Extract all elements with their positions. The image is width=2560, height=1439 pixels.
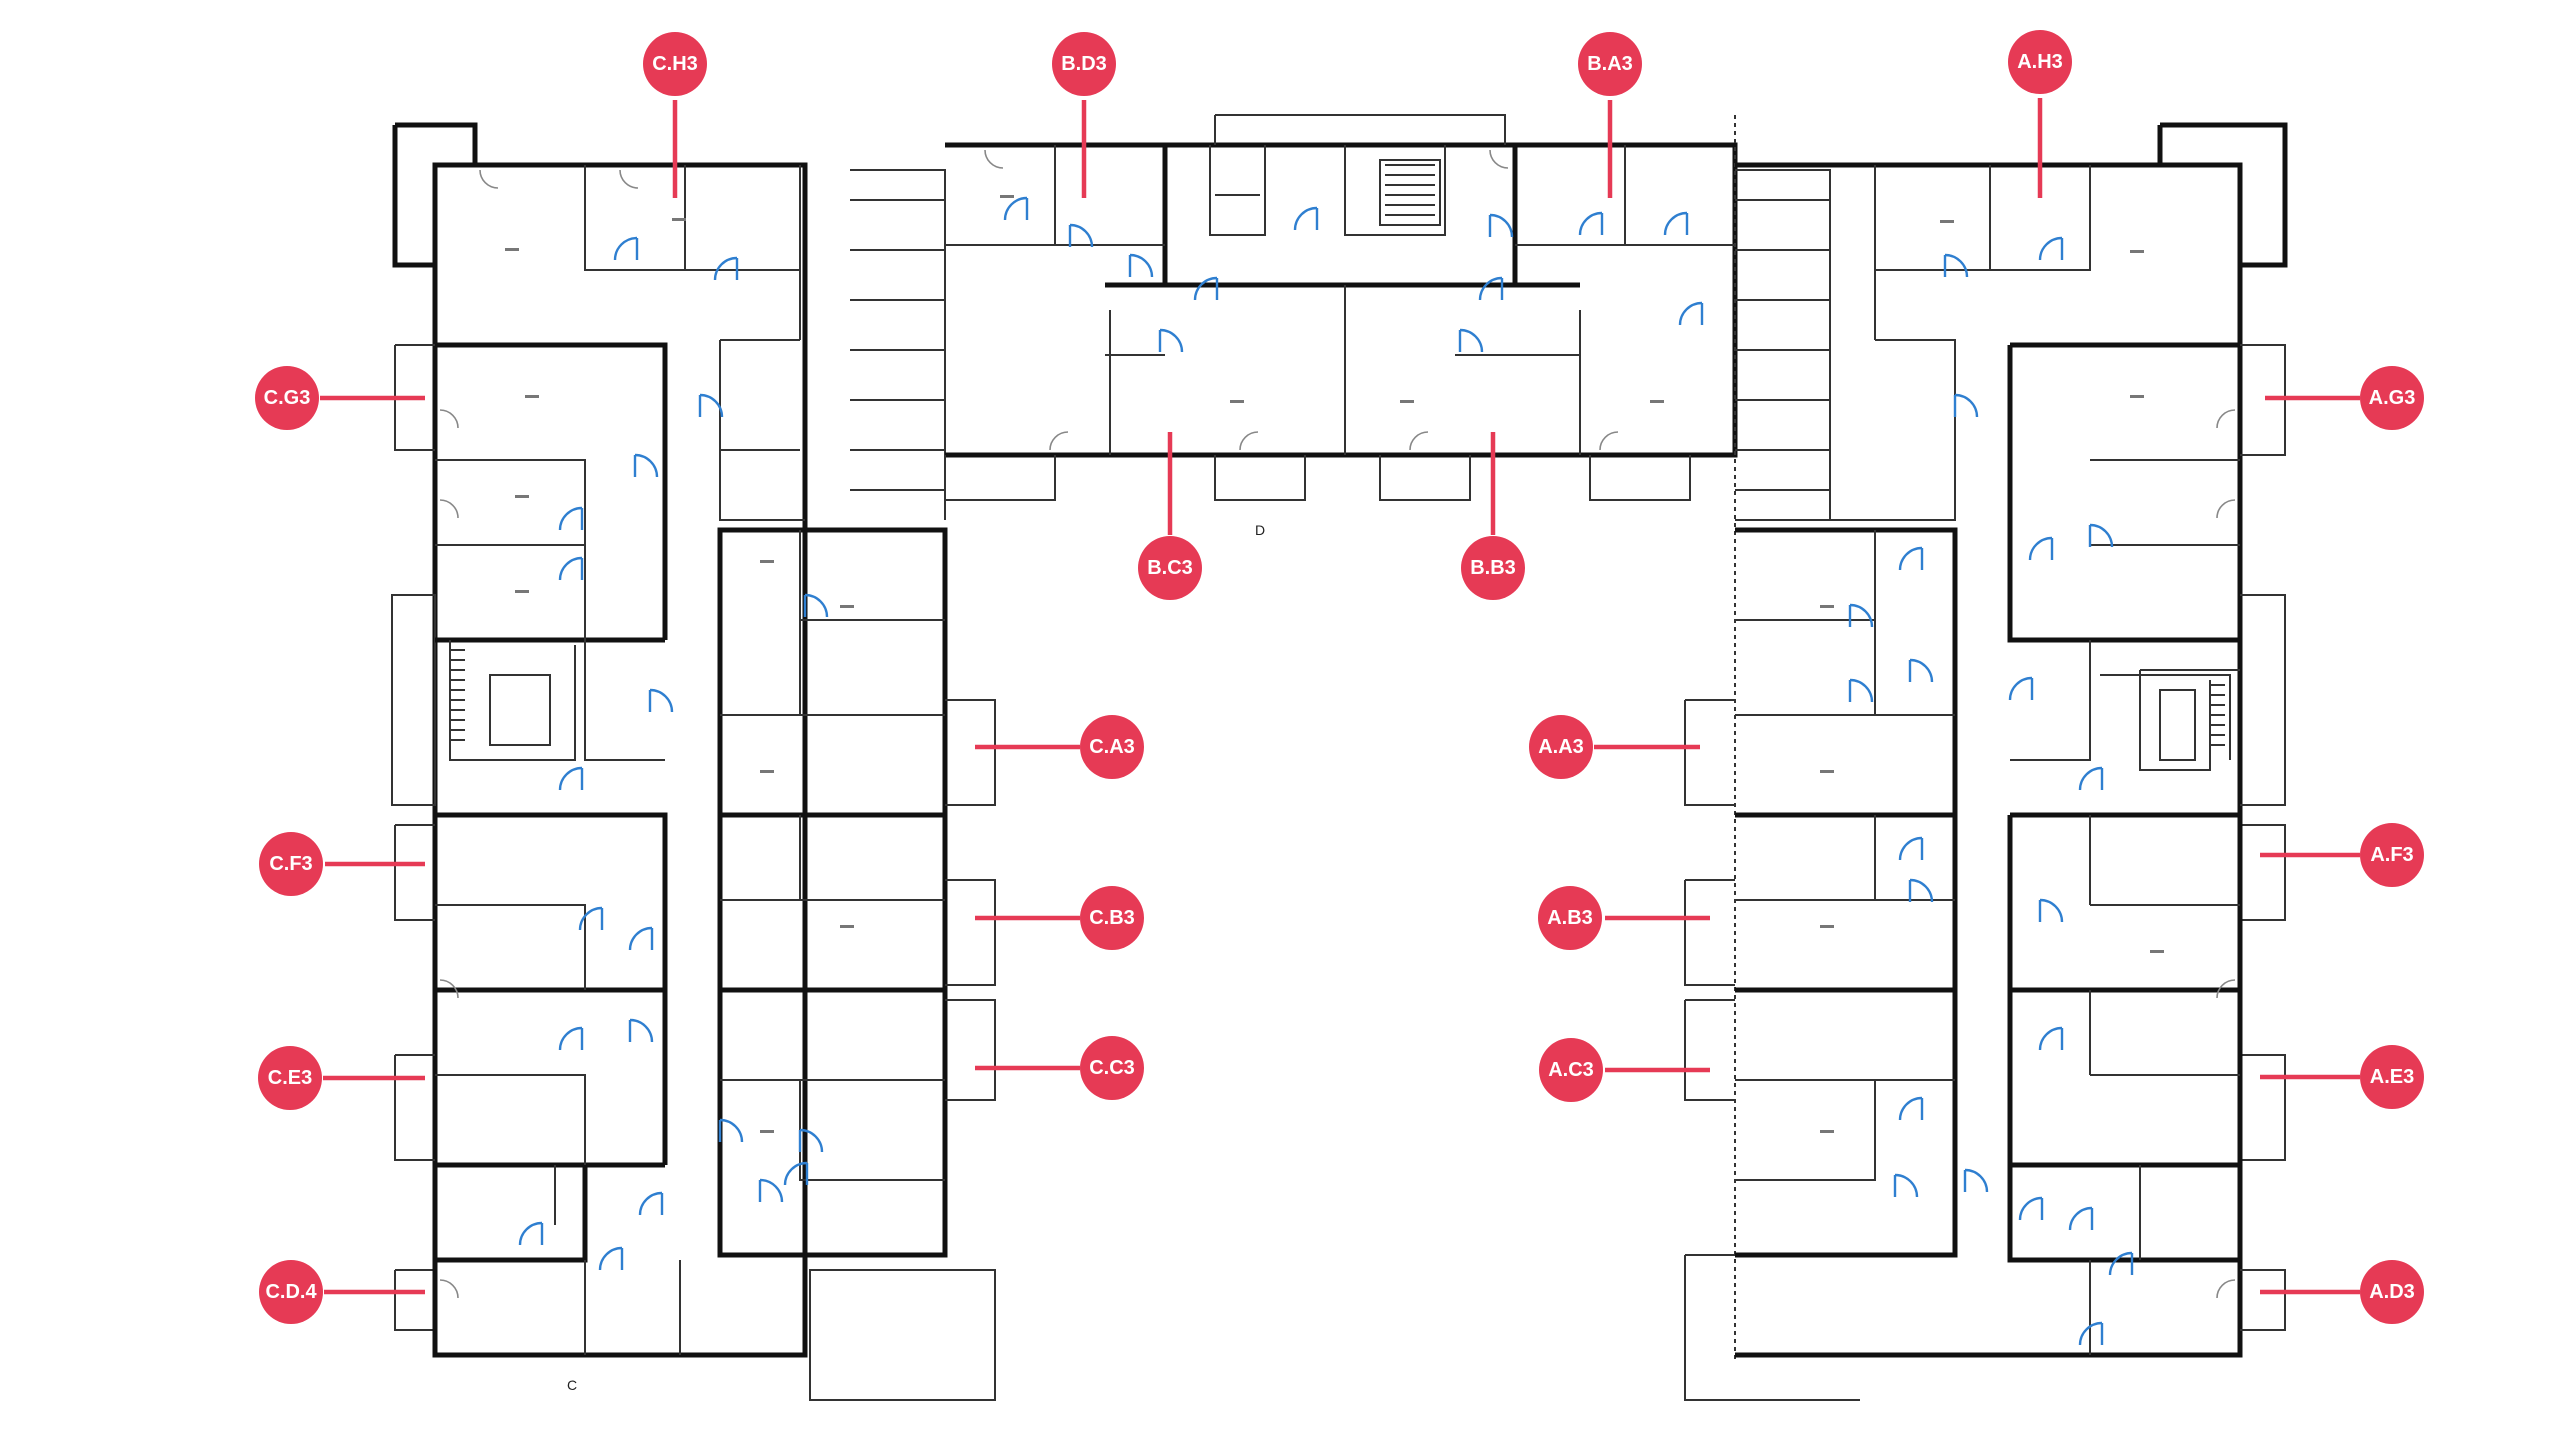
- exterior-doors: [439, 149, 2236, 1299]
- marker-c-a3[interactable]: C.A3: [975, 715, 1144, 779]
- marker-c-c3[interactable]: C.C3: [975, 1036, 1144, 1100]
- west-wing: [391, 122, 996, 1401]
- marker-label: A.H3: [2017, 51, 2063, 73]
- marker-label: A.B3: [1547, 907, 1593, 929]
- marker-c-h3[interactable]: C.H3: [643, 32, 707, 198]
- marker-label: B.C3: [1147, 557, 1193, 579]
- courtyard-letter: D: [1255, 522, 1265, 538]
- marker-a-f3[interactable]: A.F3: [2260, 823, 2424, 887]
- marker-label: A.G3: [2369, 387, 2416, 409]
- marker-b-d3[interactable]: B.D3: [1052, 32, 1116, 198]
- marker-a-h3[interactable]: A.H3: [2008, 30, 2072, 198]
- marker-a-e3[interactable]: A.E3: [2260, 1045, 2424, 1109]
- stairs: [450, 164, 2225, 760]
- marker-a-g3[interactable]: A.G3: [2265, 366, 2424, 430]
- marker-b-b3[interactable]: B.B3: [1461, 432, 1525, 600]
- marker-c-d4[interactable]: C.D.4: [259, 1260, 425, 1324]
- east-wing: [1684, 122, 2288, 1401]
- west-wing-letter: C: [567, 1377, 577, 1393]
- north-wing: [944, 114, 1738, 1360]
- marker-label: C.A3: [1089, 736, 1135, 758]
- marker-c-e3[interactable]: C.E3: [258, 1046, 425, 1110]
- marker-a-b3[interactable]: A.B3: [1538, 886, 1710, 950]
- marker-label: A.F3: [2370, 844, 2413, 866]
- marker-c-f3[interactable]: C.F3: [259, 832, 425, 896]
- room-tag-marks: [505, 195, 2164, 1133]
- marker-c-b3[interactable]: C.B3: [975, 886, 1144, 950]
- marker-label: C.F3: [269, 853, 312, 875]
- marker-a-d3[interactable]: A.D3: [2260, 1260, 2424, 1324]
- marker-label: A.D3: [2369, 1281, 2415, 1303]
- markers: C.H3 B.D3 B.A3 A.H3 C.G3 A.G3: [255, 30, 2424, 1324]
- marker-c-g3[interactable]: C.G3: [255, 366, 425, 430]
- marker-label: B.D3: [1061, 53, 1107, 75]
- marker-a-c3[interactable]: A.C3: [1539, 1038, 1710, 1102]
- marker-label: A.A3: [1538, 736, 1584, 758]
- marker-label: C.G3: [264, 387, 311, 409]
- marker-b-c3[interactable]: B.C3: [1138, 432, 1202, 600]
- marker-label: C.D.4: [265, 1281, 317, 1303]
- marker-b-a3[interactable]: B.A3: [1578, 32, 1642, 198]
- marker-label: B.B3: [1470, 557, 1516, 579]
- marker-label: C.B3: [1089, 907, 1135, 929]
- marker-label: A.E3: [2370, 1066, 2414, 1088]
- marker-label: C.H3: [652, 53, 698, 75]
- marker-label: C.C3: [1089, 1057, 1135, 1079]
- door-swings: [518, 196, 2134, 1346]
- marker-label: B.A3: [1587, 53, 1633, 75]
- marker-label: C.E3: [268, 1067, 312, 1089]
- marker-a-a3[interactable]: A.A3: [1529, 715, 1700, 779]
- marker-label: A.C3: [1548, 1059, 1594, 1081]
